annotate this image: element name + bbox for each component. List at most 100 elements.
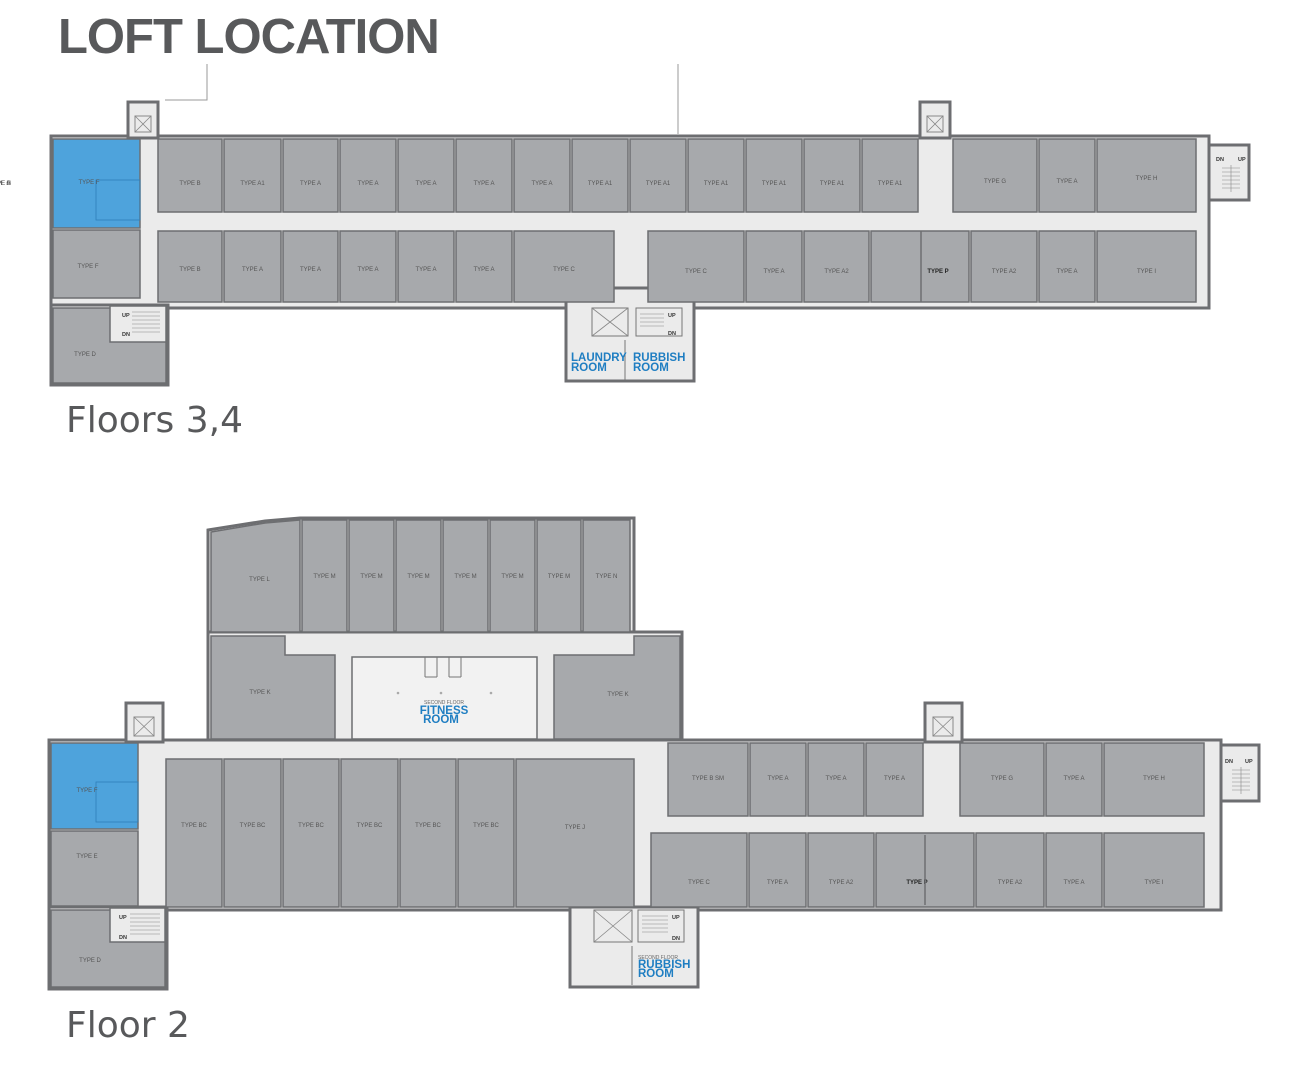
unit-type-a2[interactable] xyxy=(803,230,870,303)
unit-label: TYPE M xyxy=(313,574,335,580)
unit-type-a1[interactable] xyxy=(629,138,687,213)
unit-type-a1[interactable] xyxy=(803,138,861,213)
unit-label: TYPE F xyxy=(78,180,99,186)
unit-type-f[interactable] xyxy=(52,229,141,299)
unit-type-m[interactable] xyxy=(301,519,348,633)
unit-type-a1[interactable] xyxy=(223,138,282,213)
unit-type-a1[interactable] xyxy=(687,138,745,213)
unit-label: TYPE A xyxy=(0,181,11,187)
unit-type-a1[interactable] xyxy=(745,138,803,213)
unit-label: TYPE A1 xyxy=(820,181,845,187)
unit-type-a[interactable] xyxy=(223,230,282,303)
unit-type-a[interactable] xyxy=(865,742,924,817)
unit-type-c[interactable] xyxy=(647,230,745,303)
unit-label: TYPE A xyxy=(767,776,788,782)
unit-type-g[interactable] xyxy=(952,138,1038,213)
unit-type-bc[interactable] xyxy=(340,758,399,908)
unit-type-a[interactable] xyxy=(397,138,455,213)
unit-type-a[interactable] xyxy=(1045,832,1103,908)
unit-type-g[interactable] xyxy=(959,742,1045,817)
unit-type-f-highlighted[interactable] xyxy=(50,742,139,830)
unit-type-k[interactable] xyxy=(553,635,681,740)
unit-type-a[interactable] xyxy=(455,230,513,303)
stair-up-label: UP xyxy=(1245,759,1253,765)
rubbish-room-label: RUBBISH xyxy=(633,352,685,364)
unit-type-c[interactable] xyxy=(513,230,615,303)
unit-type-a[interactable] xyxy=(745,230,803,303)
unit-type-a[interactable] xyxy=(282,138,339,213)
unit-type-a[interactable] xyxy=(807,742,865,817)
stair-east xyxy=(1219,743,1261,803)
unit-label: TYPE A2 xyxy=(824,269,849,275)
unit-type-f-highlighted[interactable] xyxy=(52,138,141,229)
unit-type-e[interactable] xyxy=(50,830,139,907)
unit-type-a[interactable] xyxy=(513,138,571,213)
unit-type-a[interactable] xyxy=(1038,230,1096,303)
unit-type-a[interactable] xyxy=(749,742,807,817)
unit-label: TYPE A xyxy=(1056,179,1077,185)
unit-type-a[interactable] xyxy=(339,138,397,213)
unit-type-a[interactable] xyxy=(455,138,513,213)
floor-2-caption: Floor 2 xyxy=(66,1005,190,1046)
unit-label: TYPE A xyxy=(357,181,378,187)
unit-label: TYPE A xyxy=(884,776,905,782)
unit-label: TYPE H xyxy=(1143,776,1165,782)
unit-type-a[interactable] xyxy=(1038,138,1096,213)
unit-type-a[interactable] xyxy=(339,230,397,303)
unit-label: TYPE A xyxy=(763,269,784,275)
unit-label: TYPE B SM xyxy=(692,776,724,782)
unit-type-h[interactable] xyxy=(1103,742,1205,817)
unit-type-a1[interactable] xyxy=(571,138,629,213)
unit-type-p[interactable] xyxy=(870,230,970,303)
unit-label: TYPE A xyxy=(1063,776,1084,782)
stair-dn-label: DN xyxy=(668,331,676,337)
unit-type-i[interactable] xyxy=(1096,230,1197,303)
unit-label: TYPE G xyxy=(984,179,1006,185)
unit-type-a[interactable] xyxy=(1045,742,1103,817)
unit-type-n[interactable] xyxy=(582,519,631,633)
unit-type-bc[interactable] xyxy=(282,758,340,908)
unit-label: TYPE A xyxy=(825,776,846,782)
unit-type-a2[interactable] xyxy=(970,230,1038,303)
unit-type-bc[interactable] xyxy=(223,758,282,908)
unit-type-b-sm[interactable] xyxy=(667,742,749,817)
unit-type-k[interactable] xyxy=(210,635,336,740)
unit-type-h[interactable] xyxy=(1096,138,1197,213)
stair-up-label: UP xyxy=(672,915,680,921)
unit-type-m[interactable] xyxy=(489,519,536,633)
elevator-west xyxy=(126,100,160,140)
unit-type-m[interactable] xyxy=(442,519,489,633)
unit-label: TYPE P xyxy=(906,880,927,886)
unit-type-b[interactable] xyxy=(157,138,223,213)
unit-label: TYPE BC xyxy=(415,823,441,829)
unit-label: TYPE A xyxy=(415,181,436,187)
unit-type-a[interactable] xyxy=(748,832,807,908)
unit-label: TYPE L xyxy=(249,577,270,583)
unit-label: TYPE BC xyxy=(240,823,266,829)
fitness-room[interactable] xyxy=(351,656,538,740)
unit-type-m[interactable] xyxy=(395,519,442,633)
unit-type-b[interactable] xyxy=(157,230,223,303)
unit-type-m[interactable] xyxy=(536,519,582,633)
unit-type-a1[interactable] xyxy=(861,138,919,213)
floors-3-4-caption: Floors 3,4 xyxy=(66,400,244,441)
unit-label: TYPE BC xyxy=(181,823,207,829)
unit-type-bc[interactable] xyxy=(399,758,457,908)
unit-type-bc[interactable] xyxy=(457,758,515,908)
unit-label: TYPE A xyxy=(473,181,494,187)
unit-type-m[interactable] xyxy=(348,519,395,633)
unit-type-a[interactable] xyxy=(397,230,455,303)
unit-type-a2[interactable] xyxy=(975,832,1045,908)
unit-type-i[interactable] xyxy=(1103,832,1205,908)
unit-type-a2[interactable] xyxy=(807,832,875,908)
unit-label: TYPE P xyxy=(927,269,948,275)
unit-type-c[interactable] xyxy=(650,832,748,908)
unit-type-bc[interactable] xyxy=(165,758,223,908)
unit-type-l[interactable] xyxy=(210,519,301,633)
unit-type-j[interactable] xyxy=(515,758,635,908)
unit-label: TYPE J xyxy=(565,825,585,831)
stair-core xyxy=(637,909,685,943)
unit-type-a[interactable] xyxy=(282,230,339,303)
